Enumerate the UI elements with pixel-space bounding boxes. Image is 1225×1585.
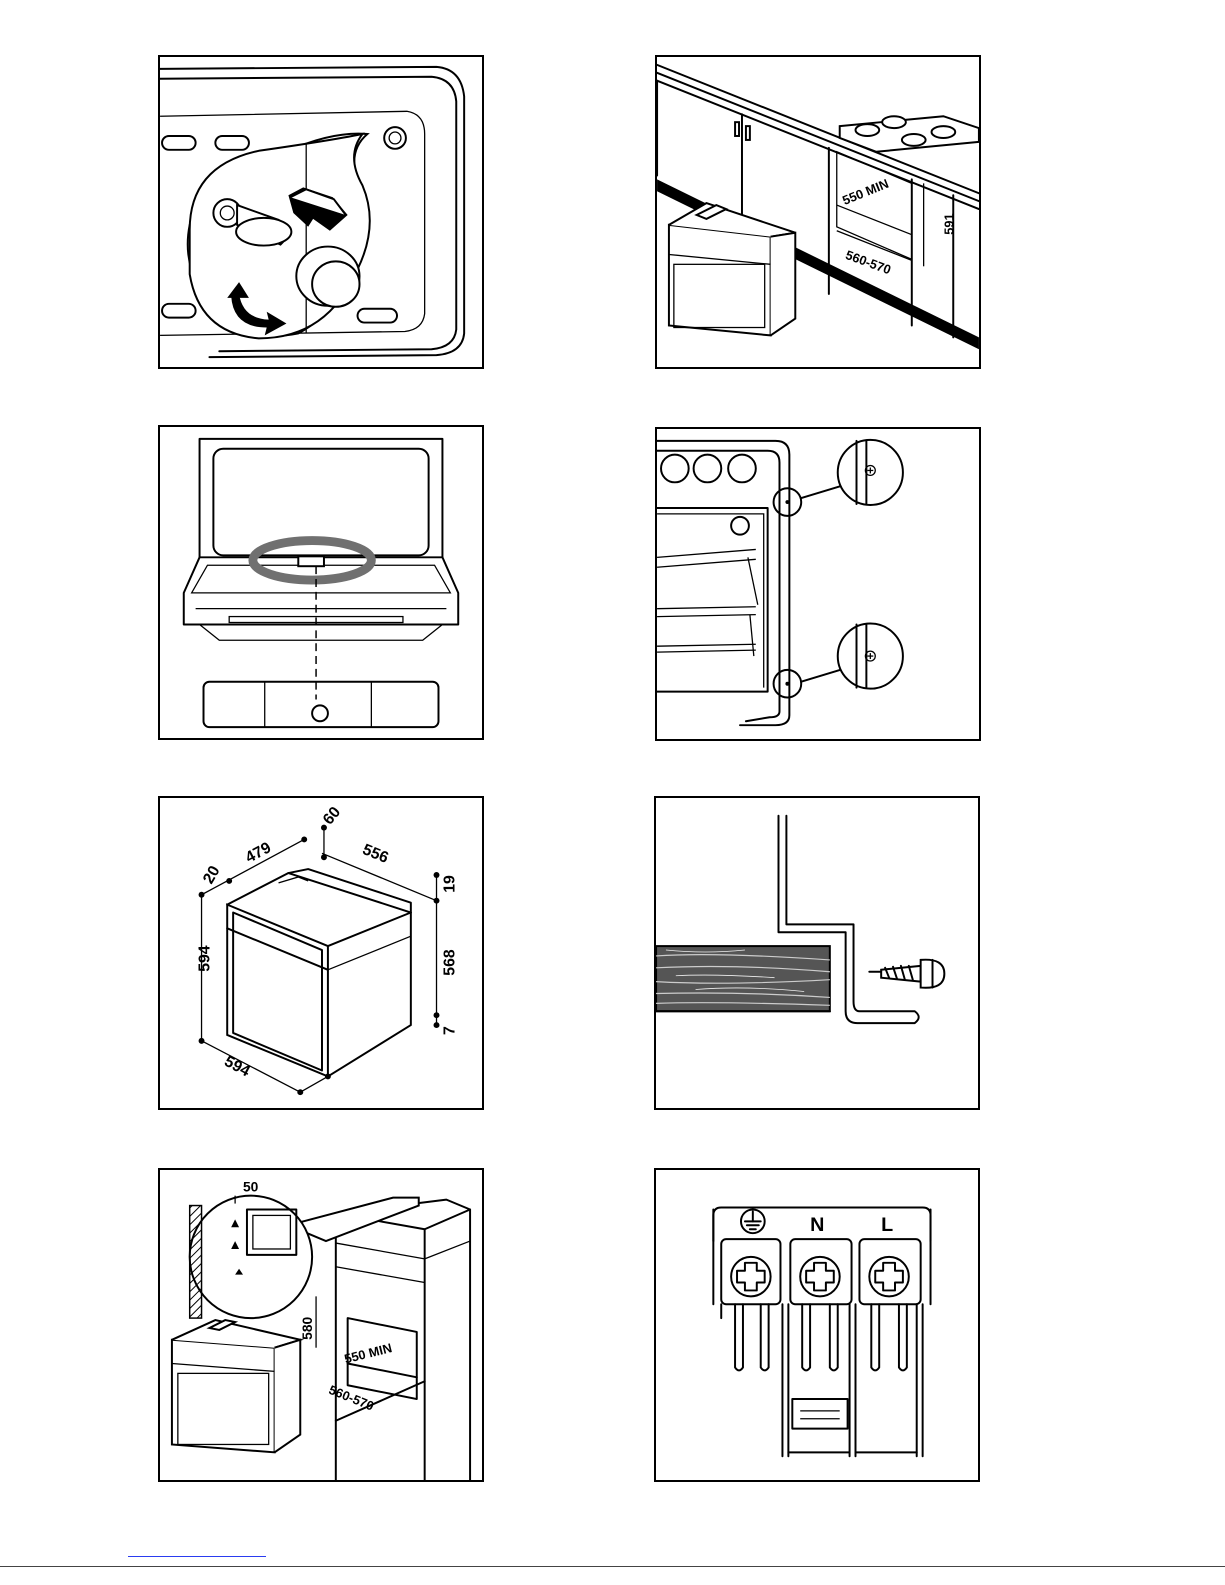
oven-door-drawing bbox=[160, 427, 482, 738]
terminal-earth bbox=[721, 1239, 780, 1304]
dim-cutout-depth: 550 MIN bbox=[840, 176, 891, 208]
dim-479: 479 bbox=[243, 839, 274, 866]
terminal-label-l: L bbox=[881, 1214, 893, 1236]
footer-rule bbox=[0, 1566, 1225, 1567]
column-installation-figure: 580 550 MIN 560-570 50 bbox=[158, 1168, 484, 1482]
terminal-block-drawing: N L bbox=[656, 1170, 978, 1480]
undercounter-installation-drawing: 550 MIN 591 560-570 bbox=[657, 57, 979, 367]
mounting-bracket-figure bbox=[654, 796, 980, 1110]
terminal-label-n: N bbox=[810, 1214, 824, 1236]
dim-19: 19 bbox=[441, 875, 458, 893]
lamp-replacement-figure bbox=[158, 55, 484, 369]
oven-dimensions-drawing: 20 479 60 556 19 594 568 7 594 bbox=[160, 798, 482, 1108]
dim-column-depth: 550 MIN bbox=[343, 1340, 394, 1366]
footer-link-underline[interactable] bbox=[128, 1556, 266, 1557]
fixing-screws-drawing bbox=[657, 429, 979, 739]
dim-594-height: 594 bbox=[196, 945, 213, 972]
dim-568: 568 bbox=[441, 949, 458, 976]
terminal-live bbox=[859, 1239, 920, 1304]
terminal-block-figure: N L bbox=[654, 1168, 980, 1482]
dim-cutout-height: 591 bbox=[941, 213, 956, 234]
dim-556: 556 bbox=[360, 841, 391, 867]
undercounter-installation-figure: 550 MIN 591 560-570 bbox=[655, 55, 981, 369]
dim-cutout-width: 560-570 bbox=[844, 247, 893, 277]
lamp-replacement-drawing bbox=[160, 57, 482, 367]
mounting-bracket-drawing bbox=[656, 798, 978, 1108]
oven-dimensions-figure: 20 479 60 556 19 594 568 7 594 bbox=[158, 796, 484, 1110]
dim-594-width: 594 bbox=[221, 1053, 252, 1080]
dim-20: 20 bbox=[200, 863, 224, 887]
dim-column-height: 580 bbox=[299, 1316, 315, 1339]
earth-ground-icon bbox=[741, 1209, 765, 1233]
dim-60: 60 bbox=[320, 804, 344, 829]
column-installation-drawing: 580 550 MIN 560-570 50 bbox=[160, 1170, 482, 1480]
terminal-neutral bbox=[790, 1239, 851, 1304]
oven-door-figure bbox=[158, 425, 484, 740]
dim-7: 7 bbox=[441, 1026, 458, 1035]
dim-gap: 50 bbox=[243, 1179, 259, 1195]
fixing-screws-figure bbox=[655, 427, 981, 741]
